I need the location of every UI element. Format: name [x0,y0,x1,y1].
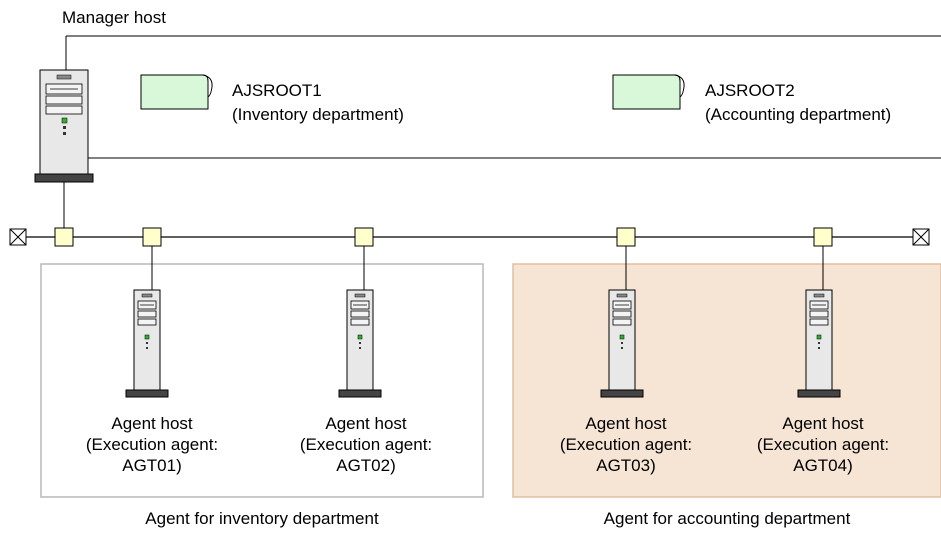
agent-host-text: Agent host [111,414,193,433]
jobnet-dept-ajsroot2: (Accounting department) [705,105,892,124]
agent-host-text: Agent host [782,414,864,433]
agent-host-text: Agent host [325,414,407,433]
inventory-group-caption: Agent for inventory department [145,509,379,528]
accounting-group-box [512,263,941,498]
bus-connector-icon [142,227,162,247]
inventory-group-box [40,263,484,498]
agent-host-text: Agent host [585,414,667,433]
jobnet-dept-ajsroot1: (Inventory department) [232,105,404,124]
jobnet-name-ajsroot2: AJSROOT2 [705,81,795,100]
bus-connector-icon [813,227,833,247]
bus-connector-icon [54,227,74,247]
terminator-left-icon [9,228,27,246]
jobnet-icon-ajsroot2 [612,74,685,110]
agent-label-agt03: Agent host (Execution agent: AGT03) [536,413,716,476]
jobnet-icon-ajsroot1 [140,74,213,110]
manager-host-server-icon [34,69,94,183]
accounting-group-caption: Agent for accounting department [603,509,851,528]
agent-id-text: AGT01) [122,456,182,475]
agent-label-agt02: Agent host (Execution agent: AGT02) [276,413,456,476]
agent-execution-text: (Execution agent: [85,435,219,454]
agent-id-text: AGT03) [596,456,656,475]
manager-host-label: Manager host [62,8,166,27]
terminator-right-icon [912,228,930,246]
jobnet-name-ajsroot1: AJSROOT1 [232,81,322,100]
agent-label-agt01: Agent host (Execution agent: AGT01) [62,413,242,476]
agent-execution-text: (Execution agent: [559,435,693,454]
agent-id-text: AGT02) [336,456,396,475]
agent-execution-text: (Execution agent: [756,435,890,454]
agent-label-agt04: Agent host (Execution agent: AGT04) [733,413,913,476]
agent-id-text: AGT04) [793,456,853,475]
bus-connector-icon [616,227,636,247]
bus-connector-icon [354,227,374,247]
agent-execution-text: (Execution agent: [299,435,433,454]
